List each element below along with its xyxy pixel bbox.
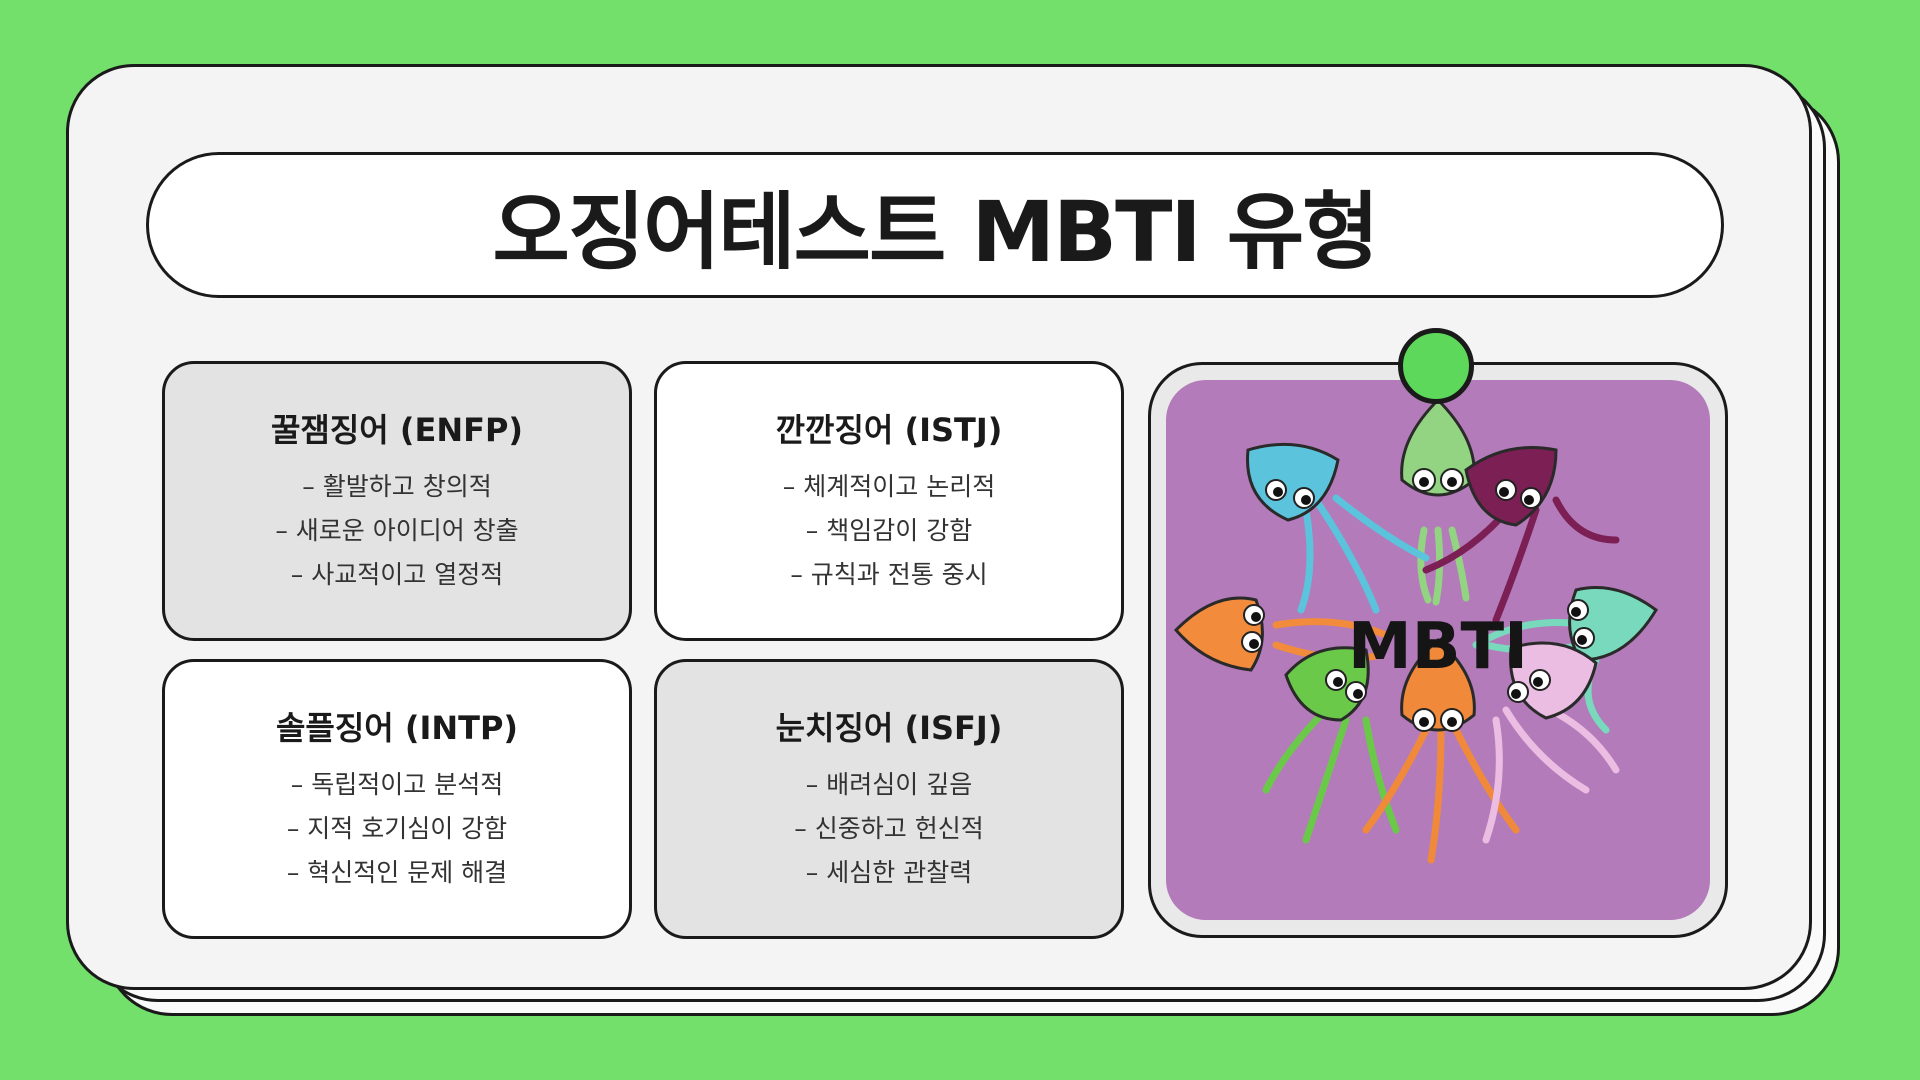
trait-list: – 활발하고 창의적 – 새로운 아이디어 창출 – 사교적이고 열정적 bbox=[275, 465, 518, 597]
trait-item: – 사교적이고 열정적 bbox=[290, 560, 504, 589]
card-title: 깐깐징어 (ISTJ) bbox=[775, 411, 1003, 449]
squid-icon bbox=[1400, 638, 1476, 732]
trait-item: – 체계적이고 논리적 bbox=[782, 472, 996, 501]
trait-item: – 혁신적인 문제 해결 bbox=[286, 858, 508, 887]
card-isfj: 눈치징어 (ISFJ) – 배려심이 깊음 – 신중하고 헌신적 – 세심한 관… bbox=[654, 659, 1124, 939]
trait-item: – 신중하고 헌신적 bbox=[794, 814, 984, 843]
page-title: 오징어테스트 MBTI 유형 bbox=[492, 182, 1380, 281]
squid-icon bbox=[1246, 442, 1340, 522]
card-istj: 깐깐징어 (ISTJ) – 체계적이고 논리적 – 책임감이 강함 – 규칙과 … bbox=[654, 361, 1124, 641]
card-title: 꿀잼징어 (ENFP) bbox=[270, 411, 524, 449]
squid-icon bbox=[1417, 526, 1470, 606]
card-intp: 솔플징어 (INTP) – 독립적이고 분석적 – 지적 호기심이 강함 – 혁… bbox=[162, 659, 632, 939]
squid-icon bbox=[1173, 596, 1264, 672]
trait-list: – 독립적이고 분석적 – 지적 호기심이 강함 – 혁신적인 문제 해결 bbox=[287, 763, 507, 895]
title-banner: 오징어테스트 MBTI 유형 bbox=[146, 152, 1724, 298]
trait-item: – 새로운 아이디어 창출 bbox=[275, 516, 519, 545]
trait-list: – 체계적이고 논리적 – 책임감이 강함 – 규칙과 전통 중시 bbox=[783, 465, 995, 597]
squid-circle-graphic bbox=[1173, 397, 1658, 864]
trait-item: – 활발하고 창의적 bbox=[302, 472, 492, 501]
trait-item: – 배려심이 깊음 bbox=[805, 770, 973, 799]
trait-item: – 세심한 관찰력 bbox=[805, 858, 973, 887]
card-enfp: 꿀잼징어 (ENFP) – 활발하고 창의적 – 새로운 아이디어 창출 – 사… bbox=[162, 361, 632, 641]
trait-item: – 독립적이고 분석적 bbox=[290, 770, 504, 799]
trait-item: – 지적 호기심이 강함 bbox=[286, 814, 508, 843]
card-title: 솔플징어 (INTP) bbox=[275, 709, 519, 747]
card-title: 눈치징어 (ISFJ) bbox=[775, 709, 1003, 747]
squid-illustration: MBTI bbox=[1166, 380, 1710, 920]
pin-icon bbox=[1398, 328, 1474, 404]
illustration-label: MBTI bbox=[1348, 610, 1528, 684]
trait-item: – 규칙과 전통 중시 bbox=[790, 560, 988, 589]
trait-item: – 책임감이 강함 bbox=[805, 516, 973, 545]
trait-list: – 배려심이 깊음 – 신중하고 헌신적 – 세심한 관찰력 bbox=[794, 763, 983, 895]
